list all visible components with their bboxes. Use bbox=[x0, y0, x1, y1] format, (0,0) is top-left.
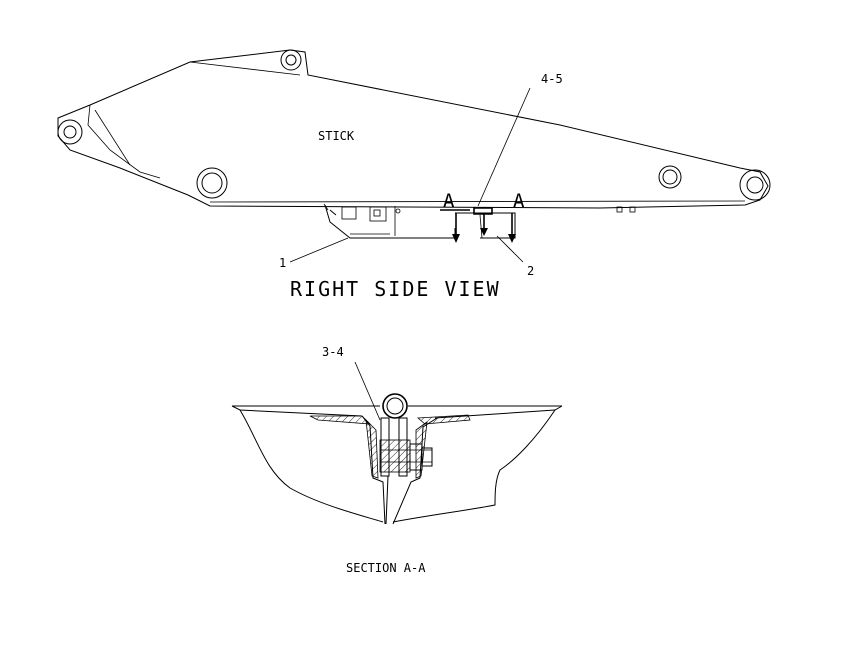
callout-3-4: 3-4 bbox=[322, 345, 344, 359]
view-title: RIGHT SIDE VIEW bbox=[290, 277, 501, 301]
stick-label: STICK bbox=[318, 129, 355, 143]
section-a-a-detail bbox=[231, 393, 563, 525]
callout-1: 1 bbox=[279, 256, 286, 270]
section-mark-right: A bbox=[513, 190, 525, 212]
leader-lines bbox=[289, 87, 531, 421]
section-mark-left: A bbox=[443, 190, 455, 212]
stick-pin-bosses bbox=[57, 49, 771, 201]
section-title: SECTION A-A bbox=[346, 561, 426, 575]
guard-plate bbox=[323, 203, 636, 239]
callout-4-5: 4-5 bbox=[541, 72, 563, 86]
section-cut-arrows bbox=[440, 209, 516, 243]
callout-2: 2 bbox=[527, 264, 534, 278]
